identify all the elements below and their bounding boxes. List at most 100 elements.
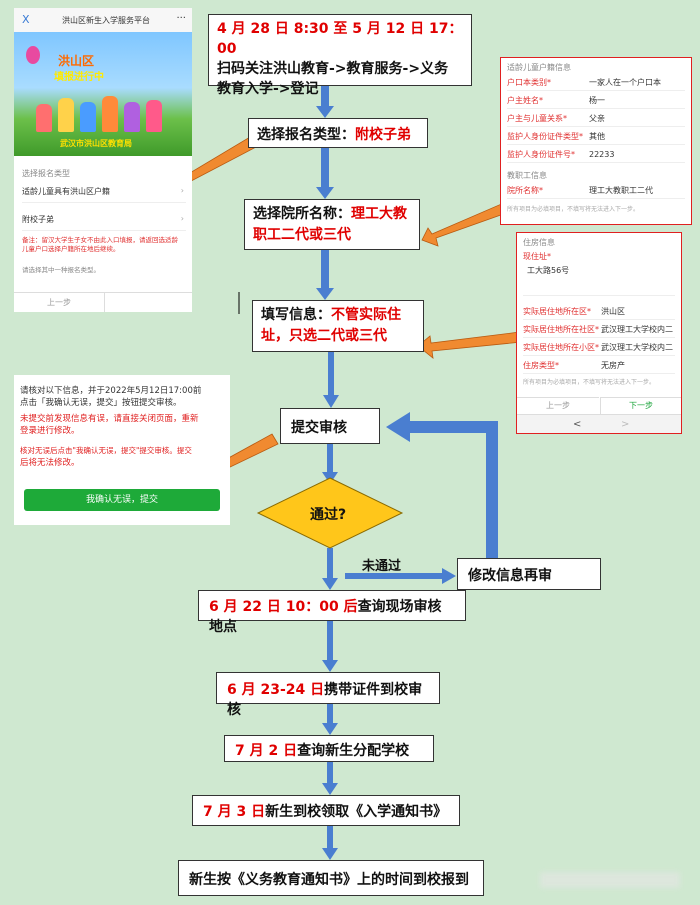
form1-value: 其他 [589,132,605,141]
form1-value: 父亲 [589,114,605,123]
register-line2: 扫码关注洪山教育->教育服务->义务 [217,61,449,77]
back-button[interactable]: 上一步 [14,292,104,312]
arrow-10 [322,826,338,860]
step-revise: 修改信息再审 [457,558,601,590]
option-affiliated-label: 附校子弟 [22,215,54,224]
footer-blank [104,292,192,312]
form2-section: 住房信息 [523,238,555,247]
pointer-arrow-3 [417,331,523,359]
banner-title1: 洪山区 [58,54,95,68]
arrow-7 [322,621,338,672]
confirm-p3b: 后将无法修改。 [20,458,80,468]
arrow-3 [316,250,334,300]
fail-edge-label: 未通过 [362,559,402,574]
type-value: 附校子弟 [355,127,411,143]
form1-section: 适龄儿童户籍信息 [507,63,571,72]
type-label: 选择报名类型： [257,127,355,143]
revise-label: 修改信息再审 [468,568,552,584]
form2-addr-value[interactable]: 工大路56号 [527,266,570,275]
option-affiliated[interactable]: 附校子弟 › [22,214,186,231]
form2-label: 住房类型* [523,361,559,370]
form1-label: 户主姓名* [507,96,543,105]
form1-value: 理工大教职工二代 [589,186,653,195]
fill-label: 填写信息： [261,307,331,323]
form2-label: 实际居住地所在社区* [523,325,599,334]
more-icon[interactable]: ··· [176,13,186,24]
step-type: 选择报名类型：附校子弟 [248,118,428,148]
arrow-1 [316,86,334,118]
form2-value: 洪山区 [601,307,625,316]
form2-label: 实际居住地所在区* [523,307,591,316]
screenshot-housing-form: 住房信息 现住址* 工大路56号 实际居住地所在区* 洪山区 实际居住地所在社区*… [516,232,682,434]
decision-diamond [256,477,404,549]
form1-row[interactable]: 监护人身份证件类型* 其他 [507,130,685,145]
confirm-p2a: 未提交前发现信息有误，请直接关闭页面，重新 [20,414,199,424]
form2-note: 所有项目为必填项目，不填写将无法进入下一步。 [523,379,656,386]
form2-row[interactable]: 实际居住地所在区* 洪山区 [523,305,675,320]
query-site-date: 6 月 22 日 10：00 后 [209,599,358,615]
step-submit: 提交审核 [280,408,380,444]
confirm-submit-button[interactable]: 我确认无误，提交 [24,489,220,511]
step-report: 新生按《义务教育通知书》上的时间到校报到 [178,860,484,896]
onsite-date: 6 月 23-24 日 [227,682,325,698]
step-query-site: 6 月 22 日 10：00 后查询现场审核地点 [198,590,466,635]
arrow-loop-back [386,412,498,558]
arrow-fail [345,568,456,584]
query-site-text: 查询现场审核地点 [209,599,442,635]
form1-row[interactable]: 户主与儿童关系* 父亲 [507,112,685,127]
chevron-right-icon: › [180,186,184,195]
watermark-blur [540,872,680,888]
form1-row-institution[interactable]: 院所名称*理工大教职工二代 [507,184,685,199]
step-onsite-review: 6 月 23-24 日携带证件到校审核 [216,672,440,718]
form1-row[interactable]: 户主姓名*杨一 [507,94,685,109]
fill-value2: 址，只选二代或三代 [261,328,387,344]
step-fill-info: 填写信息：不管实际住 址，只选二代或三代 [252,300,424,352]
submit-label: 提交审核 [291,420,347,436]
banner-footer: 武汉市洪山区教育局 [60,139,132,148]
query-school-text: 查询新生分配学校 [297,743,410,759]
form1-label: 监护人身份证件号* [507,150,575,159]
form2-addr-label: 现住址* [523,252,551,261]
form1-label: 户口本类别* [507,78,551,87]
form1-row[interactable]: 户口本类别*一家人在一个户口本 [507,76,685,91]
balloon-icon [26,46,40,64]
arrow-5 [322,444,338,484]
notice-date: 7 月 3 日 [203,804,266,820]
institution-value1: 理工大教 [351,206,407,222]
confirm-p1b: 点击「我确认无误，提交」按钮提交审核。 [20,398,182,408]
form1-value: 22233 [589,150,615,159]
confirm-p2b: 登录进行修改。 [20,426,80,436]
option-residence[interactable]: 适龄儿童具有洪山区户籍 › [22,186,186,203]
arrow-9 [322,762,338,795]
form1-label: 监护人身份证件类型* [507,132,583,141]
form2-prev-button[interactable]: 上一步 [517,397,599,414]
chevron-right-icon: › [180,214,184,223]
confirm-p1a: 请核对以下信息，并于2022年5月12日17:00前 [20,386,202,396]
form2-next-button[interactable]: 下一步 [600,397,681,414]
form2-value: 无房产 [601,361,625,370]
form2-row[interactable]: 住房类型* 无房产 [523,359,675,374]
onsite-text: 携带证件到校审核 [227,682,423,718]
phone-header: X 洪山区新生入学服务平台 ··· [14,8,192,33]
phone-title: 洪山区新生入学服务平台 [62,16,150,25]
form2-row[interactable]: 实际居住地所在小区*武汉理工大学校内二 [523,341,675,356]
form2-row[interactable]: 实际居住地所在社区*武汉理工大学校内二 [523,323,675,338]
step-register: 4 月 28 日 8:30 至 5 月 12 日 17：00 扫码关注洪山教育-… [208,14,472,97]
form2-value: 武汉理工大学校内二 [601,325,673,334]
decision-label: 通过? [310,507,347,523]
hint-text: 请选择其中一种报名类型。 [22,266,100,274]
screenshot-confirm: 请核对以下信息，并于2022年5月12日17:00前 点击「我确认无误，提交」按… [14,375,230,525]
nav-forward-icon[interactable]: > [621,419,630,430]
form1-label: 户主与儿童关系* [507,114,567,123]
form1-note: 所有项目为必填项目，不填写将无法进入下一步。 [507,206,640,213]
arrow-2 [316,148,334,199]
arrow-8 [322,704,338,735]
close-icon[interactable]: X [22,13,30,26]
confirm-p3a: 核对无误后点击"我确认无误，提交"提交审核。提交 [20,446,192,455]
form1-row[interactable]: 监护人身份证件号* 22233 [507,148,685,163]
step-query-school: 7 月 2 日查询新生分配学校 [224,735,434,762]
report-text: 新生按《义务教育通知书》上的时间到校报到 [189,872,469,888]
step-notice: 7 月 3 日新生到校领取《入学通知书》 [192,795,460,826]
form1-section2: 教职工信息 [507,171,547,180]
nav-back-icon[interactable]: < [573,419,582,430]
